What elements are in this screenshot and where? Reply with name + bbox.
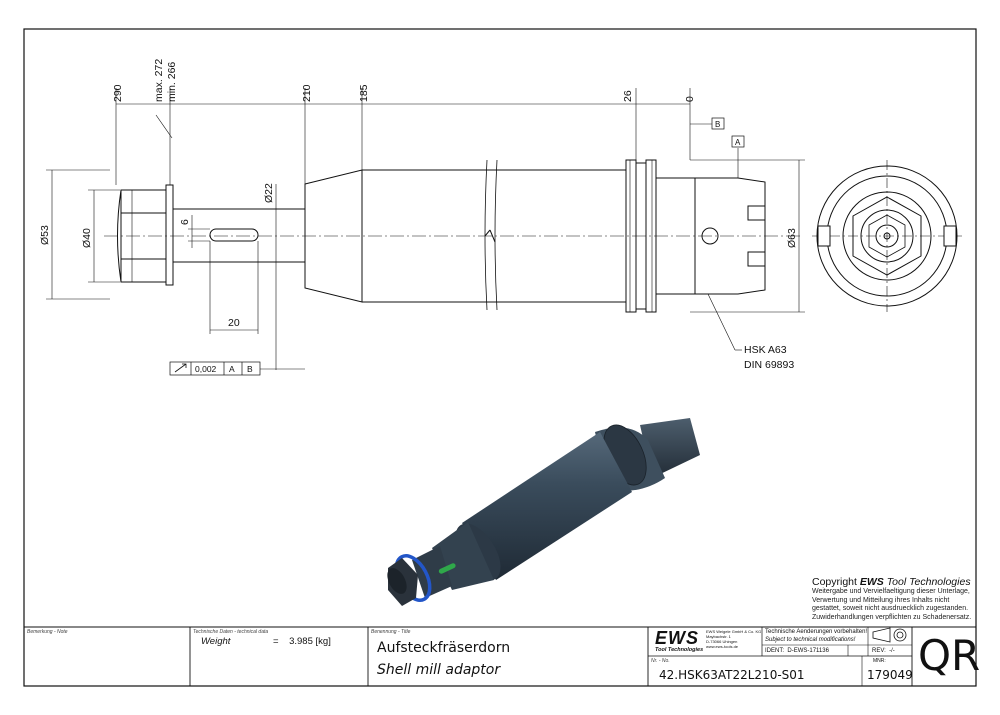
notice-german: Technische Aenderungen vorbehalten!: [765, 629, 868, 635]
drawing-frame: [23, 28, 977, 687]
remark-label: Bemerkung - Note: [27, 629, 68, 635]
copyright-line-4: Zuwiderhandlungen verpflichten zu Schade…: [812, 613, 972, 621]
hsk-label: HSK A63 DIN 69893: [744, 344, 794, 371]
technical-data-label: Technische Daten - technical data: [193, 629, 269, 635]
dim-26: 26: [622, 90, 634, 102]
mnr-label: MNR:: [873, 658, 886, 664]
projection-circle-icon: [893, 628, 907, 642]
hsk-line-2: DIN 69893: [744, 359, 794, 371]
dim-max-272: max. 272: [153, 59, 165, 102]
title-english: Shell mill adaptor: [377, 662, 501, 678]
ews-logo: EWS: [655, 628, 700, 648]
title-german: Aufsteckfräserdorn: [377, 640, 511, 656]
end-view: [812, 160, 962, 312]
dimension-lines: [46, 88, 805, 370]
dim-d53: Ø53: [39, 225, 51, 245]
number-label: Nr. - No.: [651, 658, 670, 664]
tolerance-ref-a: A: [229, 364, 235, 374]
dim-d40: Ø40: [81, 228, 93, 248]
datum-a: A: [735, 138, 741, 147]
dim-210: 210: [301, 84, 313, 102]
tolerance-value: 0,002: [195, 364, 217, 374]
notice-english: Subject to technical modifications!: [765, 637, 856, 643]
title-block-grid: [24, 626, 976, 686]
dimension-texts: 290 max. 272 min. 266 210 185 26 0 Ø53 Ø…: [39, 59, 798, 329]
runout-icon: [174, 363, 187, 373]
copyright-notice: Copyright EWS Tool Technologies Weiterga…: [812, 576, 982, 622]
dim-185: 185: [358, 84, 370, 102]
copyright-line-1: Weitergabe und Vervielfaeltigung dieser …: [812, 588, 970, 595]
mnr-value: 179049: [867, 668, 913, 682]
rev-field: REV: -/-: [872, 648, 895, 654]
isometric-view: [387, 418, 700, 606]
copyright-line-3: gestattet, soweit nicht ausdruecklich zu…: [812, 605, 969, 613]
weight-value: = 3.985 [kg]: [273, 636, 331, 647]
datum-b: B: [715, 120, 720, 129]
weight-label: Weight: [201, 636, 231, 647]
company-address: EWS Weigele GmbH & Co. KG Maybachstr. 1 …: [706, 629, 762, 649]
copyright-title: Copyright EWS Tool Technologies: [812, 576, 971, 588]
dim-d22: Ø22: [263, 183, 275, 203]
datum-markers: B A: [711, 117, 745, 148]
hsk-line-1: HSK A63: [744, 344, 787, 356]
dim-0: 0: [684, 96, 696, 102]
copyright-line-2: Verwertung und Mitteilung ihres Inhalts …: [812, 596, 950, 604]
qr-code-label: QR: [918, 631, 981, 680]
side-view: [104, 159, 800, 313]
tolerance-frame: 0,002 A B: [169, 361, 261, 376]
ident-field: IDENT: D-EWS-171136: [765, 648, 829, 654]
tolerance-ref-b: B: [247, 364, 253, 374]
title-label: Benennung - Title: [371, 629, 411, 635]
dim-min-266: min. 266: [166, 62, 178, 102]
dim-6: 6: [179, 219, 191, 225]
ews-logo-sub: Tool Technologies: [655, 647, 704, 653]
dim-20: 20: [228, 317, 240, 329]
part-number: 42.HSK63AT22L210-S01: [659, 668, 805, 682]
projection-cone-icon: [872, 627, 891, 643]
dim-d63: Ø63: [786, 228, 798, 248]
dim-290: 290: [112, 84, 124, 102]
